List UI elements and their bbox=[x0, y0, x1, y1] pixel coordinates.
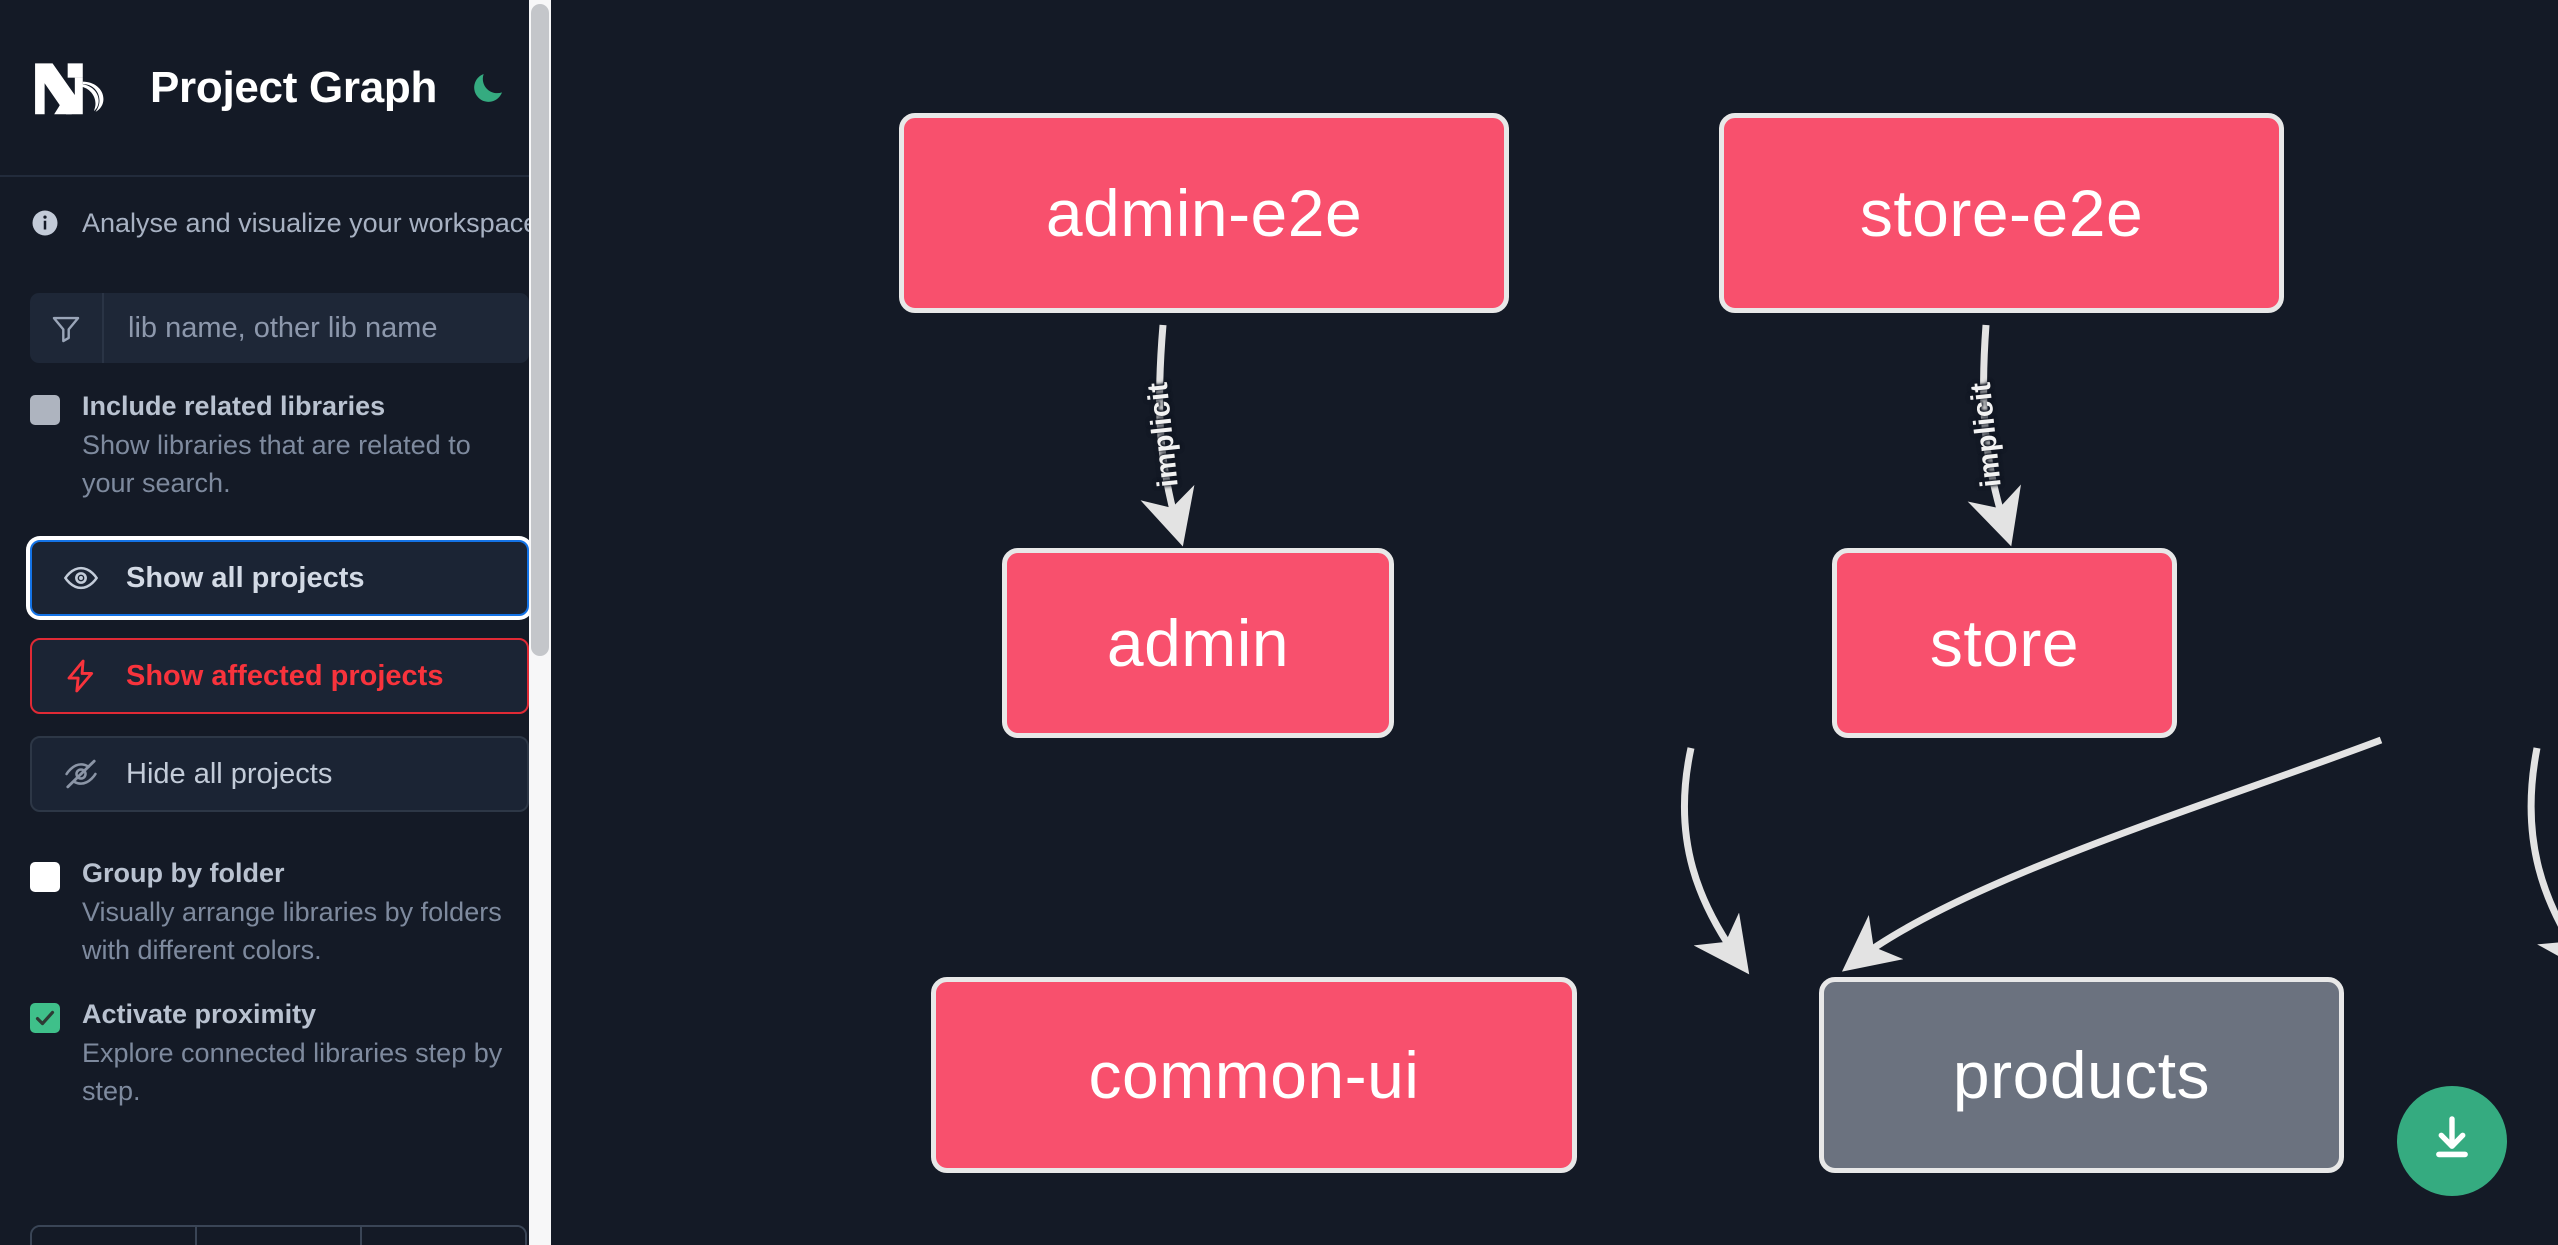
node-label: products bbox=[1952, 1038, 2211, 1112]
graph-node-admin[interactable]: admin bbox=[1002, 548, 1394, 738]
checkbox-include-related-libraries[interactable] bbox=[30, 395, 60, 425]
option-include-related-libraries[interactable]: Include related libraries Show libraries… bbox=[0, 389, 559, 502]
option-description: Explore connected libraries step by step… bbox=[82, 1037, 503, 1107]
graph-node-store[interactable]: store bbox=[1832, 548, 2177, 738]
edge-admin-common-ui bbox=[1680, 747, 1750, 975]
eye-off-icon bbox=[62, 755, 100, 793]
proximity-step-increase[interactable] bbox=[362, 1227, 525, 1245]
sidebar: Project Graph Analyse and visualize your… bbox=[0, 0, 559, 1245]
option-group-by-folder[interactable]: Group by folder Visually arrange librari… bbox=[0, 856, 559, 969]
show-all-projects-button[interactable]: Show all projects bbox=[30, 540, 529, 617]
sidebar-edge bbox=[551, 0, 559, 1245]
node-label: admin-e2e bbox=[1045, 176, 1363, 250]
option-description: Show libraries that are related to your … bbox=[82, 429, 471, 498]
hide-all-projects-button[interactable]: Hide all projects bbox=[30, 736, 529, 813]
option-label: Group by folder bbox=[82, 858, 285, 889]
graph-node-store-e2e[interactable]: store-e2e bbox=[1719, 113, 2284, 313]
graph-canvas[interactable]: admin-e2e store-e2e admin store common-u… bbox=[559, 0, 2558, 1245]
download-icon bbox=[2424, 1111, 2480, 1172]
edge-store-e2e-store bbox=[1967, 324, 2021, 547]
moon-icon[interactable] bbox=[465, 65, 511, 111]
node-label: admin bbox=[1106, 606, 1290, 680]
nx-logo bbox=[30, 57, 126, 119]
edge-admin-e2e-admin bbox=[1140, 324, 1195, 547]
option-label: Activate proximity bbox=[82, 999, 317, 1030]
graph-node-common-ui[interactable]: common-ui bbox=[931, 977, 1577, 1173]
search-input[interactable] bbox=[104, 293, 529, 363]
visibility-button-list: Show all projects Show affected projects bbox=[30, 540, 529, 813]
node-label: store bbox=[1929, 606, 2080, 680]
hide-all-projects-label: Hide all projects bbox=[126, 757, 333, 790]
graph-node-admin-e2e[interactable]: admin-e2e bbox=[899, 113, 1509, 313]
node-label: common-ui bbox=[1088, 1038, 1420, 1112]
checkbox-activate-proximity[interactable] bbox=[30, 1003, 60, 1034]
graph-node-products[interactable]: products bbox=[1819, 977, 2344, 1173]
info-icon bbox=[30, 208, 60, 238]
checkbox-group-by-folder[interactable] bbox=[30, 862, 60, 893]
show-affected-projects-label: Show affected projects bbox=[126, 659, 444, 692]
tagline-text: Analyse and visualize your workspace. bbox=[82, 207, 546, 238]
graph-edges bbox=[1140, 324, 2558, 975]
sidebar-scrollbar-thumb[interactable] bbox=[531, 4, 549, 656]
sidebar-header: Project Graph bbox=[0, 0, 559, 177]
lightning-bolt-icon bbox=[62, 657, 100, 695]
option-activate-proximity[interactable]: Activate proximity Explore connected lib… bbox=[0, 997, 559, 1110]
node-label: store-e2e bbox=[1859, 176, 2144, 250]
proximity-step-decrease[interactable] bbox=[32, 1227, 197, 1245]
download-image-button[interactable] bbox=[2397, 1086, 2507, 1196]
eye-icon bbox=[62, 559, 100, 597]
show-affected-projects-button[interactable]: Show affected projects bbox=[30, 638, 529, 715]
proximity-step-group[interactable] bbox=[30, 1225, 527, 1245]
filter-icon bbox=[30, 293, 104, 363]
edge-store-common-ui bbox=[1841, 736, 2383, 972]
edge-store-products bbox=[2527, 747, 2558, 975]
tagline-row: Analyse and visualize your workspace. bbox=[0, 177, 559, 269]
page-title: Project Graph bbox=[150, 62, 438, 112]
sidebar-scrollbar[interactable] bbox=[529, 0, 551, 1245]
option-label: Include related libraries bbox=[82, 391, 386, 421]
search-field[interactable] bbox=[30, 293, 529, 363]
show-all-projects-label: Show all projects bbox=[126, 561, 365, 594]
option-description: Visually arrange libraries by folders wi… bbox=[82, 896, 502, 966]
proximity-step-value[interactable] bbox=[197, 1227, 362, 1245]
